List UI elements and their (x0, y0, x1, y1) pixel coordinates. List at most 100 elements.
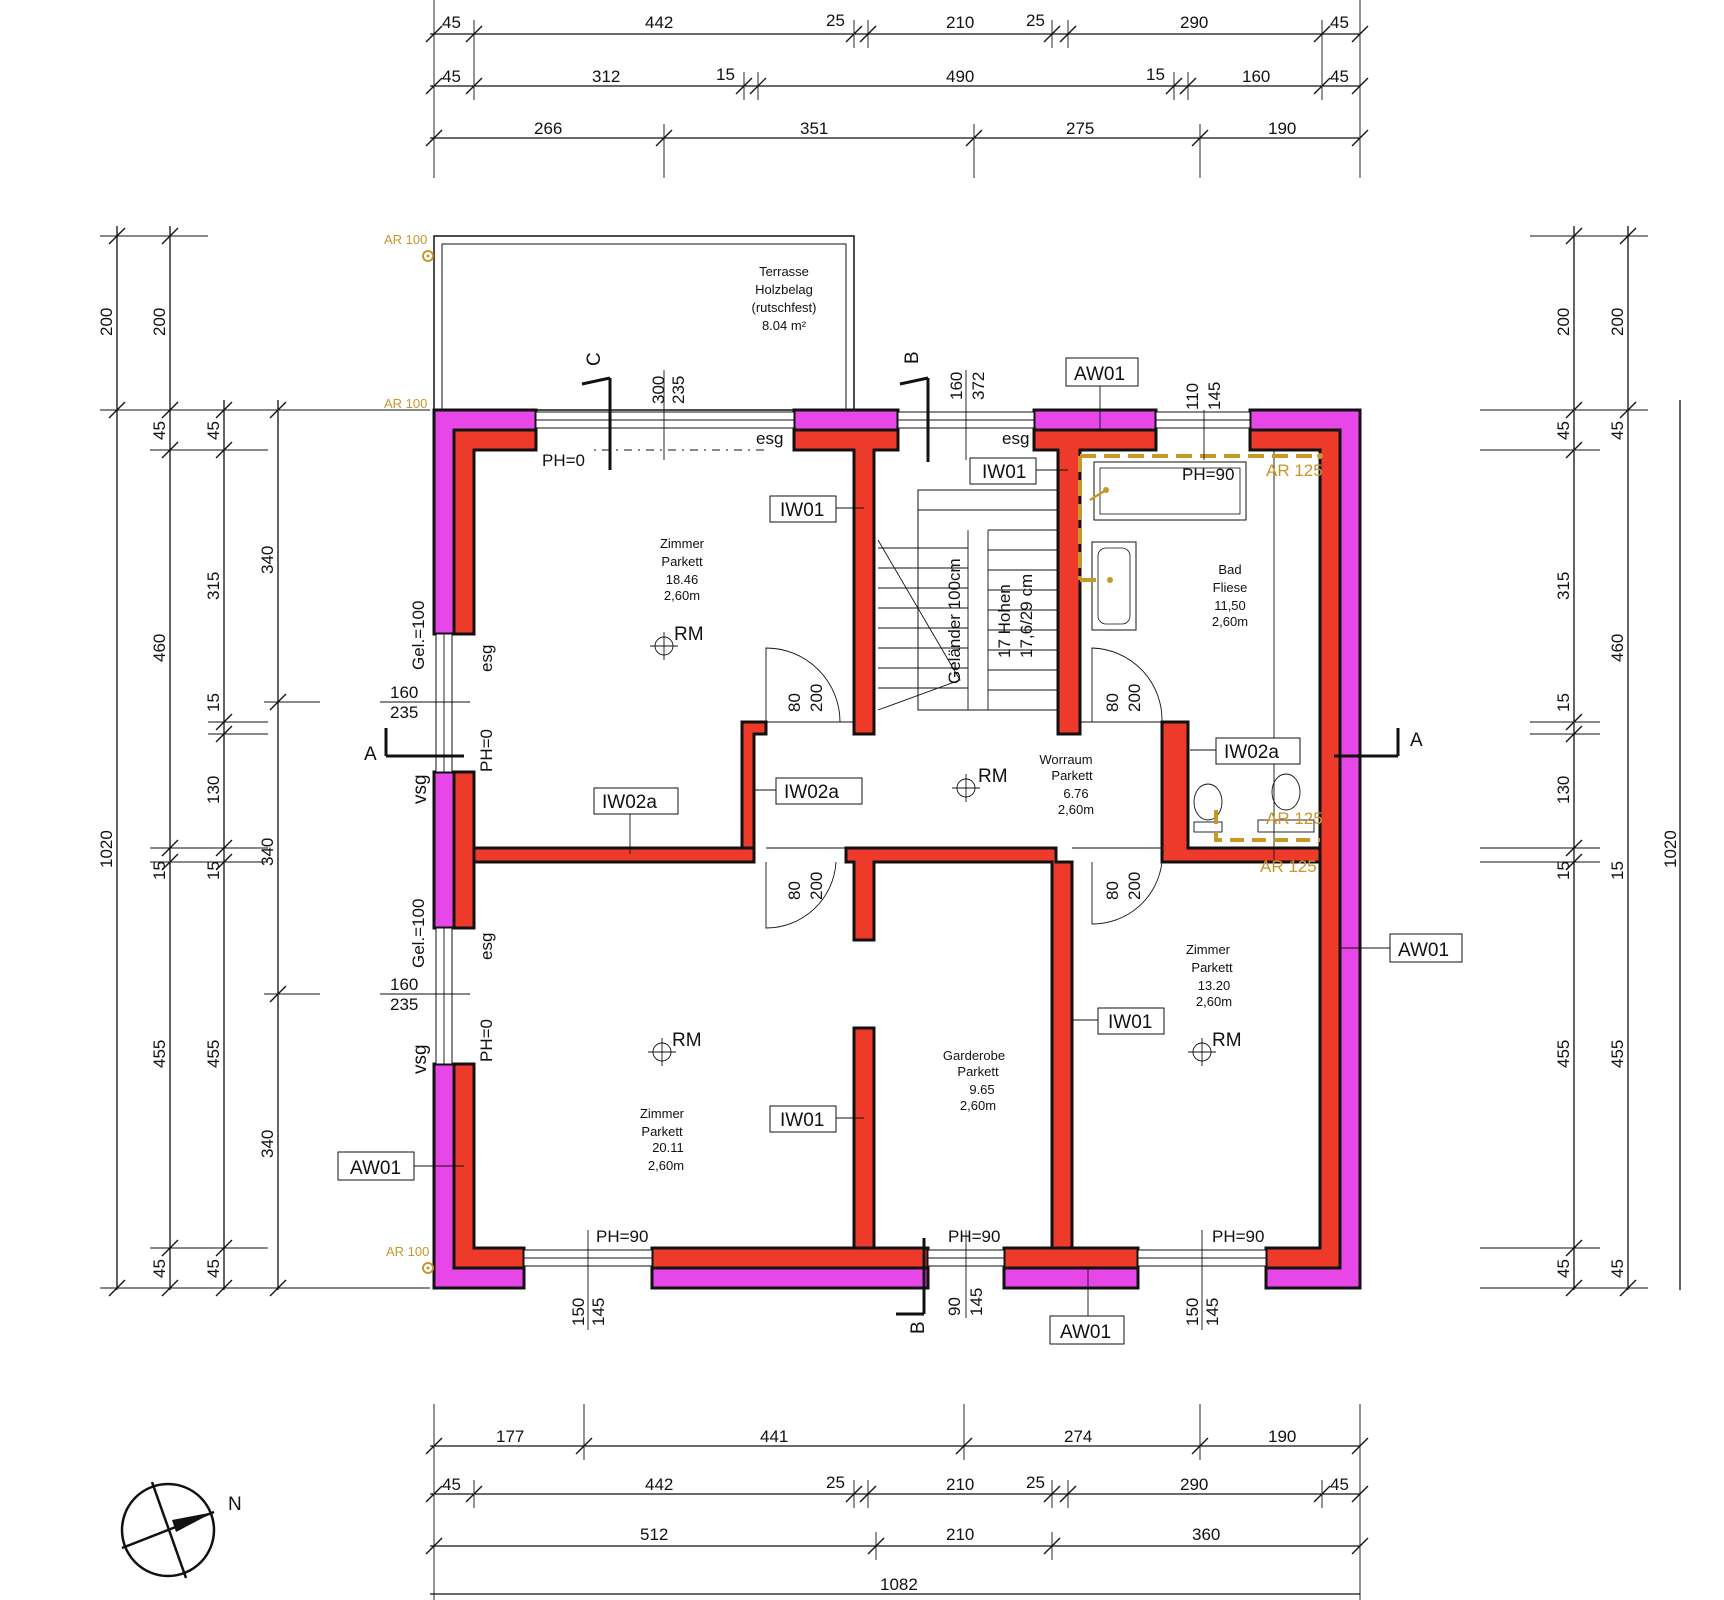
tag-aw01-bottom: AW01 (1060, 1322, 1111, 1343)
ring-marker-icon (422, 1262, 434, 1274)
dim-left3-a: 45 (204, 421, 223, 440)
tag-aw01-top: AW01 (1074, 364, 1125, 385)
open-bottom-left-1: 150 (569, 1298, 588, 1326)
dim-top1-g: 45 (1330, 13, 1349, 32)
open-bottom-right-2: 145 (1203, 1298, 1222, 1326)
dim-left-outer-200: 200 (97, 308, 116, 336)
dim-bot3-c: 360 (1192, 1525, 1220, 1544)
stair-railing-label: Geländer 100cm (945, 558, 964, 684)
ring-marker-icon (422, 250, 434, 262)
ar100-bottom: AR 100 (386, 1244, 429, 1259)
door-ul-2: 200 (807, 684, 826, 712)
open-top-left-2: 235 (669, 376, 688, 404)
dim-top3-b: 351 (800, 119, 828, 138)
tag-aw01-left: AW01 (350, 1158, 401, 1179)
dim-right1-f: 15 (1554, 861, 1573, 880)
section-a-left: A (364, 744, 377, 765)
dim-right2-d: 15 (1608, 861, 1627, 880)
dim-right2-a: 200 (1608, 308, 1627, 336)
room-ll-name: Zimmer (640, 1106, 685, 1121)
crosshair-icon (1188, 1038, 1216, 1066)
open-left-lower-2: 235 (390, 995, 418, 1014)
crosshair-icon (648, 1038, 676, 1066)
wardrobe-name: Garderobe (943, 1048, 1005, 1063)
tag-iw01-ll: IW01 (780, 1110, 824, 1131)
compass-icon (120, 1481, 216, 1579)
right-dimension-chains: 200 45 315 15 130 15 455 45 200 45 460 1… (1480, 226, 1681, 1297)
section-arrow-icon (384, 728, 464, 758)
rm-label-ll: RM (672, 1030, 702, 1051)
dim-bot1-d: 190 (1268, 1427, 1296, 1446)
tag-iw01-stair: IW01 (982, 462, 1026, 483)
tag-aw01-right: AW01 (1398, 940, 1449, 961)
dim-top3-a: 266 (534, 119, 562, 138)
dim-left2-f: 45 (150, 1259, 169, 1278)
room-labels: Zimmer Parkett 18.46 2,60m Bad Fliese 11… (640, 536, 1248, 1173)
room-ul-floor: Parkett (661, 554, 703, 569)
open-top-bath-2: 145 (1205, 382, 1224, 410)
terrace-floor: Holzbelag (755, 282, 813, 297)
ph-bottom-left: PH=90 (596, 1227, 648, 1246)
open-bottom-mid-2: 145 (967, 1288, 986, 1316)
dim-left-outer-1020: 1020 (97, 830, 116, 868)
section-arrow-icon (581, 376, 612, 470)
ph-left-upper: PH=0 (477, 729, 496, 772)
section-b-top: B (902, 351, 923, 364)
vsg-left-lower: vsg (410, 1044, 431, 1074)
section-arrow-icon (899, 376, 930, 462)
dim-left3-c: 15 (204, 693, 223, 712)
crosshair-icon (952, 774, 980, 802)
doors (765, 647, 1163, 929)
dim-bot2-c: 25 (826, 1473, 845, 1492)
room-lr-area: 13.20 (1198, 978, 1231, 993)
terrace-name: Terrasse (759, 264, 809, 279)
dim-bot-total: 1082 (880, 1575, 918, 1594)
room-ll-floor: Parkett (641, 1124, 683, 1139)
dim-left2-d: 15 (150, 861, 169, 880)
door-lr-1: 80 (1103, 881, 1122, 900)
dim-left3-e: 15 (204, 861, 223, 880)
open-left-lower-1: 160 (390, 975, 418, 994)
dim-right2-e: 455 (1608, 1040, 1627, 1068)
north-label: N (228, 1494, 242, 1515)
dim-top2-g: 45 (1330, 67, 1349, 86)
dim-left3-g: 45 (204, 1259, 223, 1278)
door-ll-1: 80 (785, 881, 804, 900)
dim-left4-c: 340 (258, 1130, 277, 1158)
bath-area: 11,50 (1214, 598, 1246, 613)
gel-left-lower: Gel.=100 (409, 899, 428, 968)
room-lr-name: Zimmer (1186, 942, 1231, 957)
dim-left3-b: 315 (204, 572, 223, 600)
dim-right1-c: 315 (1554, 572, 1573, 600)
stair-rise-label: 17,6/29 cm (1017, 574, 1036, 658)
dim-top2-a: 45 (442, 67, 461, 86)
tag-iw01-ul: IW01 (780, 500, 824, 521)
dim-right2-c: 460 (1608, 634, 1627, 662)
tag-iw02a-right: IW02a (1224, 742, 1279, 763)
tag-iw01-lr: IW01 (1108, 1012, 1152, 1033)
left-dimension-chains: 200 1020 200 45 460 15 455 45 45 315 15 … (97, 226, 430, 1297)
open-left-upper-1: 160 (390, 683, 418, 702)
dim-right1-h: 45 (1554, 1259, 1573, 1278)
exterior-walls (432, 408, 1362, 1290)
dim-left3-d: 130 (204, 776, 223, 804)
roof-markers: AR 100 AR 100 AR 100 AR 125 AR 125 AR 12… (384, 232, 1323, 1274)
door-ul-1: 80 (785, 693, 804, 712)
room-ul-area: 18.46 (666, 572, 699, 587)
dim-top1-c: 25 (826, 11, 845, 30)
top-dimension-chains: 45 442 25 210 25 290 45 45 312 15 490 15… (425, 0, 1369, 178)
dim-top2-f: 160 (1242, 67, 1270, 86)
esg-left-lower: esg (477, 933, 496, 960)
dim-top2-d: 490 (946, 67, 974, 86)
bath-height: 2,60m (1212, 614, 1248, 629)
section-c: C (584, 352, 605, 366)
dim-right2-b: 45 (1608, 421, 1627, 440)
dim-top1-b: 442 (645, 13, 673, 32)
open-bottom-mid-1: 90 (945, 1297, 964, 1316)
dim-bot2-e: 25 (1026, 1473, 1045, 1492)
tag-iw02a-left: IW02a (602, 792, 657, 813)
dim-top2-c: 15 (716, 65, 735, 84)
door-ll-2: 200 (807, 872, 826, 900)
room-ll-height: 2,60m (648, 1158, 684, 1173)
